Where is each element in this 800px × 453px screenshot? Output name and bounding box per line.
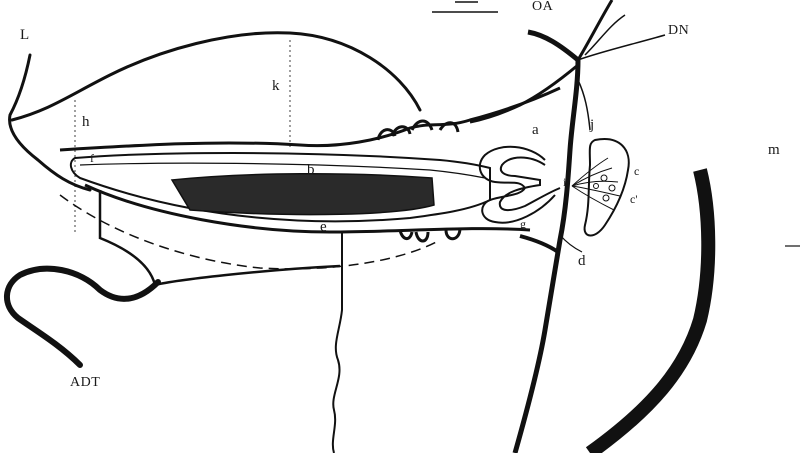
branch-oa xyxy=(528,32,578,60)
label-DN: DN xyxy=(668,24,689,38)
label-b: b xyxy=(307,163,315,178)
ridge-knots xyxy=(378,121,458,140)
label-d: d xyxy=(578,254,586,269)
branch-right-small xyxy=(578,80,590,130)
dark-gland xyxy=(172,174,434,215)
trunk-nerve xyxy=(515,60,578,453)
label-g: g xyxy=(520,218,526,230)
label-ADT: ADT xyxy=(70,376,100,390)
thick-band xyxy=(590,170,708,453)
label-OA: OA xyxy=(532,0,553,14)
ganglion-disc xyxy=(585,139,629,235)
label-c: c xyxy=(634,165,639,177)
label-cprime: c' xyxy=(630,193,638,205)
label-m: m xyxy=(768,143,780,158)
branch-lower xyxy=(520,236,558,252)
label-k: k xyxy=(272,79,280,94)
scale-bar xyxy=(432,2,498,12)
label-j: j xyxy=(590,118,594,133)
fine-fibres xyxy=(572,158,620,210)
label-L: L xyxy=(20,28,29,43)
label-f: f xyxy=(90,152,94,164)
label-a: a xyxy=(532,123,539,138)
adt-nerve xyxy=(7,269,158,365)
u-organ xyxy=(480,147,560,223)
label-h: h xyxy=(82,115,90,130)
branch-d xyxy=(560,235,582,252)
branch-left xyxy=(470,65,578,122)
label-i: i xyxy=(563,176,566,188)
label-e: e xyxy=(320,220,327,235)
